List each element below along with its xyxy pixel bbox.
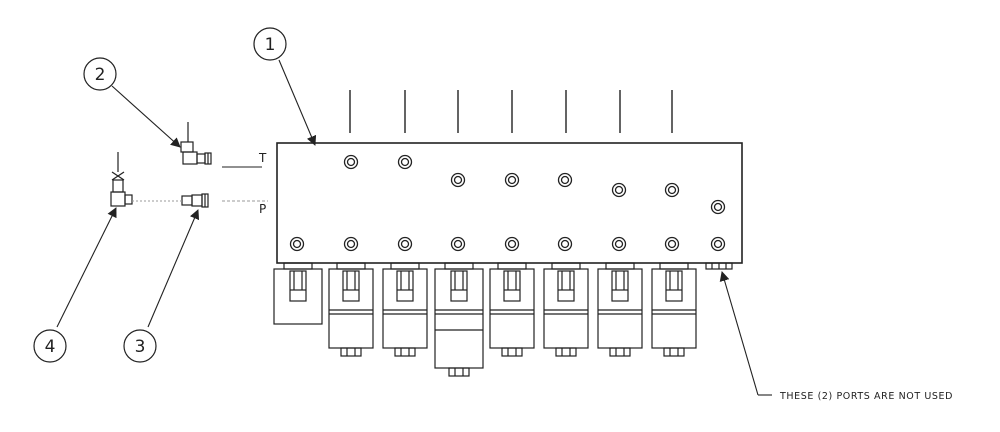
leader-line-3	[147, 209, 200, 328]
balloon-4-label: 4	[45, 337, 56, 357]
valve-cartridge	[651, 262, 697, 357]
balloon-1: 1	[253, 27, 287, 61]
valve-cartridge	[382, 262, 428, 357]
valve-cartridge	[543, 262, 589, 357]
port-lines	[132, 166, 268, 202]
balloon-3: 3	[123, 329, 157, 363]
valve-cartridge	[489, 262, 535, 357]
valve-cartridge	[434, 262, 484, 377]
leader-line-1	[278, 59, 317, 146]
unused-ports-stub	[705, 262, 733, 270]
balloon-4: 4	[33, 329, 67, 363]
leader-line-note	[719, 271, 759, 396]
unused-ports-note: THESE (2) PORTS ARE NOT USED	[779, 391, 953, 402]
balloon-2-label: 2	[95, 65, 106, 85]
balloon-3-label: 3	[135, 337, 146, 357]
leader-line-2	[111, 85, 181, 148]
valve-cartridges	[273, 262, 697, 377]
manifold-ports-upper	[343, 154, 726, 215]
leader-line-4	[56, 207, 117, 328]
fitting-elbow-pressure	[110, 152, 133, 207]
balloon-2: 2	[83, 57, 117, 91]
leader-lines	[56, 59, 772, 396]
valve-cartridge	[328, 262, 374, 357]
fitting-union-pressure	[181, 193, 209, 208]
valve-cartridge	[273, 262, 323, 325]
valve-cartridge	[597, 262, 643, 357]
fitting-elbow-tank	[180, 122, 212, 165]
wire-leads	[349, 90, 673, 133]
balloon-1-label: 1	[265, 35, 276, 55]
manifold-ports-lower	[289, 236, 726, 252]
manifold-block	[276, 90, 743, 264]
port-label-t: T	[258, 151, 267, 165]
port-label-p: P	[259, 202, 266, 216]
